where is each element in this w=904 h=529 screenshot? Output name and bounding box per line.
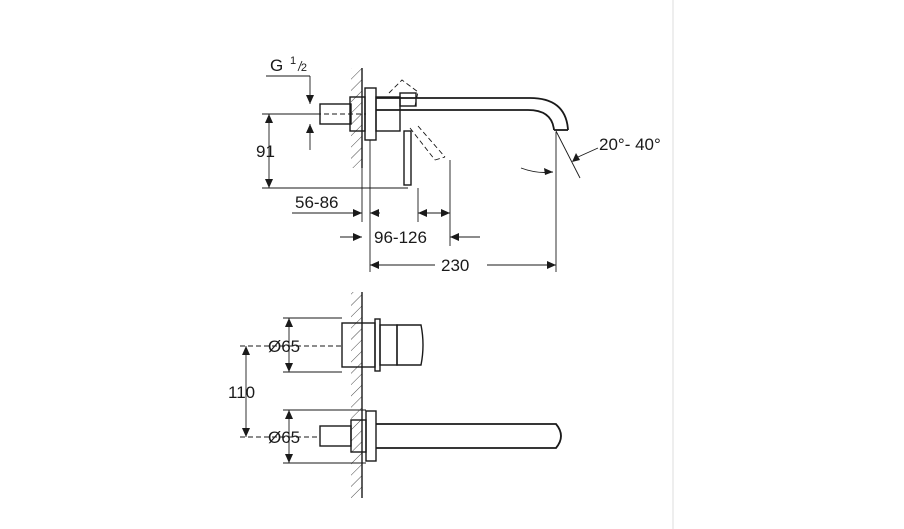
diameter-top-dimension (240, 317, 342, 373)
plan-view: Ø65 110 Ø65 (228, 292, 562, 498)
diameter-top-label: Ø65 (268, 337, 300, 356)
projection-label: 230 (441, 256, 469, 275)
diameter-bottom-label: Ø65 (268, 428, 300, 447)
spacing-label: 110 (228, 383, 255, 402)
spout-angle-dimension (520, 130, 599, 179)
lever-unit-plan (341, 318, 424, 372)
projection-dimension (370, 132, 557, 272)
thread-label: G 1 2 (270, 49, 307, 75)
side-view: 20°- 40° G 1 2 91 (256, 49, 661, 275)
wall-section-plan (351, 292, 363, 498)
spacing-dimension (240, 346, 318, 438)
diameter-bottom-dimension (283, 409, 366, 464)
height-label: 91 (256, 142, 275, 161)
wall-depth-dimension (292, 140, 380, 272)
spout-side (376, 97, 569, 131)
wall-depth-label: 56-86 (295, 193, 338, 212)
lever-housing-side (375, 79, 446, 186)
thread-dimension (266, 75, 314, 150)
angle-label: 20°- 40° (599, 135, 661, 154)
wall-section-side (351, 68, 363, 168)
height-dimension (262, 113, 408, 189)
lever-depth-dimension (340, 160, 480, 246)
spout-unit-plan (319, 410, 562, 462)
thread-fraction-slash (297, 60, 303, 72)
lever-depth-label: 96-126 (374, 228, 427, 247)
